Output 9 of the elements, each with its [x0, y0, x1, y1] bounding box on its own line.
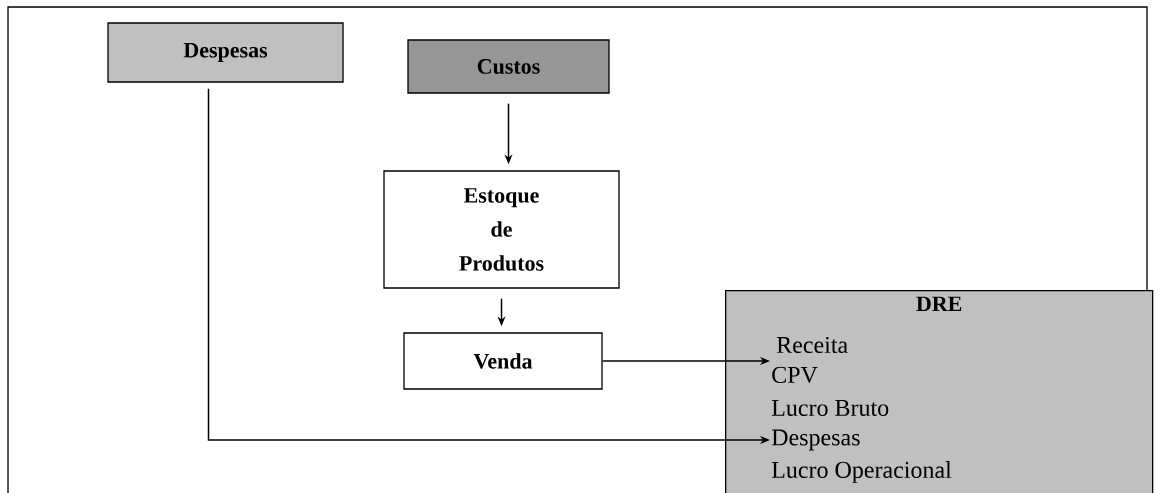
statement-line: Lucro Operacional	[771, 461, 952, 483]
statement-line: Despesas	[771, 429, 860, 451]
process-box: Custos	[407, 39, 610, 94]
process-box: Estoque de Produtos	[383, 170, 620, 289]
statement-line: Receita	[776, 336, 848, 354]
statement-line: CPV	[772, 366, 818, 384]
process-box: Despesas	[107, 22, 344, 83]
statement-line: Lucro Bruto	[771, 400, 889, 416]
process-box: Venda	[403, 332, 603, 390]
